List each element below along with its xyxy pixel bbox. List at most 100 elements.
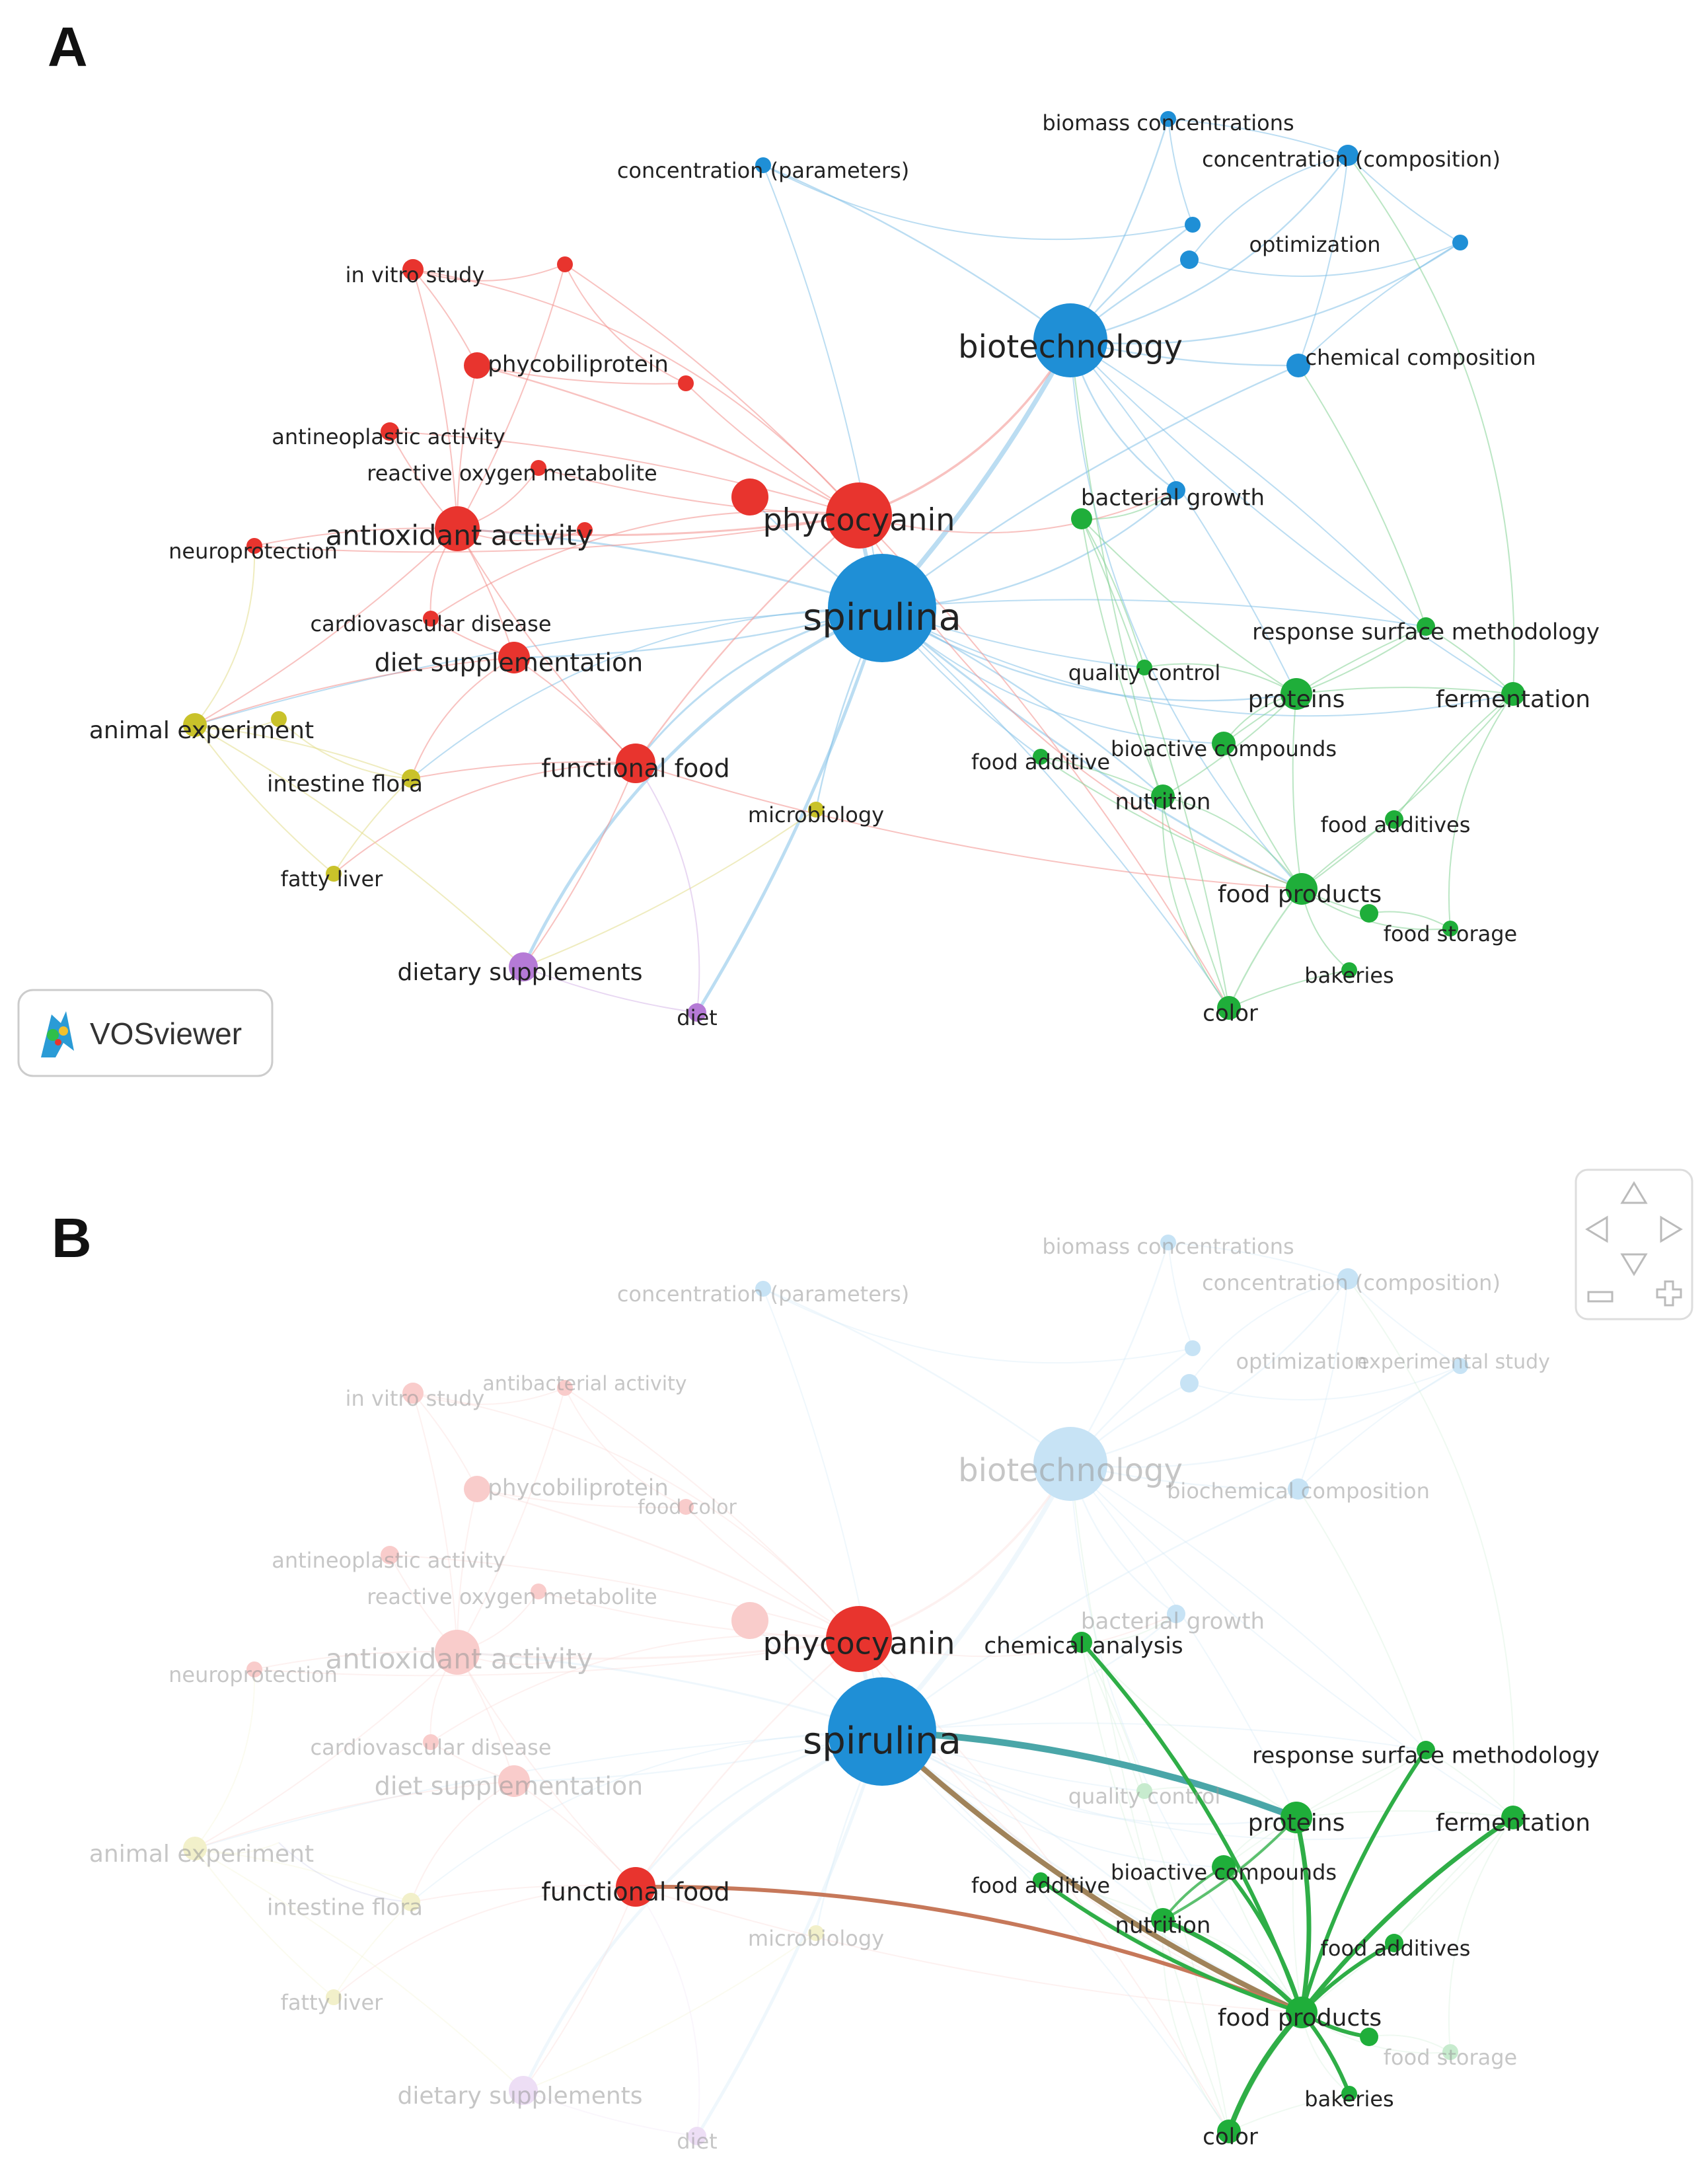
b-node-quality-control[interactable] [1136, 1783, 1152, 1799]
b-node-bacterial-growth[interactable] [1167, 1605, 1185, 1623]
arrow-down-icon[interactable] [1620, 1253, 1648, 1276]
b-node-ros[interactable] [531, 1584, 546, 1599]
b-node-biomass[interactable] [1160, 1235, 1176, 1250]
b-node-food-additive[interactable] [1033, 1872, 1049, 1888]
b-node-fatty-liver[interactable] [326, 1989, 342, 2005]
a-node-color[interactable] [1217, 996, 1241, 1020]
arrow-left-icon[interactable] [1585, 1215, 1608, 1243]
b-node-bakeries[interactable] [1341, 2086, 1357, 2102]
nodes-b[interactable] [183, 1235, 1525, 2145]
b-node-neuroprotection[interactable] [246, 1661, 262, 1677]
a-node-intestine[interactable] [402, 769, 420, 788]
a-node-food-additive[interactable] [1033, 749, 1049, 765]
b-node-functional-food[interactable] [616, 1867, 655, 1907]
b-node-rsm[interactable] [1417, 1741, 1435, 1759]
b-edge [695, 1731, 884, 2137]
a-node-animal-exp[interactable] [183, 713, 207, 737]
b-node-red-small3[interactable] [731, 1602, 768, 1639]
a-node-biomass[interactable] [1160, 111, 1176, 127]
b-node-antibacterial[interactable] [557, 1380, 573, 1396]
zoom-in-icon[interactable] [1656, 1280, 1682, 1307]
a-node-rsm[interactable] [1417, 617, 1435, 636]
b-node-animal-exp[interactable] [183, 1837, 207, 1860]
b-node-nutrition[interactable] [1151, 1908, 1175, 1932]
arrow-up-icon[interactable] [1620, 1181, 1648, 1204]
a-node-red-small3[interactable] [731, 478, 768, 516]
b-node-antineoplastic[interactable] [381, 1546, 399, 1564]
zoom-out-icon[interactable] [1587, 1291, 1614, 1303]
a-node-functional-food[interactable] [616, 744, 655, 783]
b-node-blue-small2[interactable] [1185, 1340, 1201, 1356]
b-node-chem-analysis[interactable] [1071, 1632, 1092, 1653]
navigation-control[interactable] [1575, 1168, 1693, 1320]
b-node-blue-small1[interactable] [1452, 1358, 1468, 1374]
b-node-fermentation[interactable] [1501, 1806, 1525, 1829]
a-node-conc-comp[interactable] [1337, 145, 1358, 166]
b-node-cardio[interactable] [423, 1734, 439, 1750]
b-node-diet-supp[interactable] [498, 1765, 530, 1797]
b-node-spirulina[interactable] [828, 1677, 936, 1786]
b-node-green-small2[interactable] [1360, 2028, 1378, 2046]
a-node-blue-small2[interactable] [1185, 217, 1201, 233]
a-node-fermentation[interactable] [1501, 682, 1525, 706]
nodes-a[interactable] [183, 111, 1525, 1022]
b-node-phycocyanin[interactable] [826, 1606, 892, 1672]
b-node-conc-comp[interactable] [1337, 1268, 1358, 1289]
a-node-green-small1[interactable] [1071, 508, 1092, 529]
a-node-proteins[interactable] [1281, 678, 1312, 710]
a-node-yellow-small1[interactable] [271, 711, 287, 727]
a-node-bioactive[interactable] [1212, 732, 1236, 755]
a-node-chem-comp[interactable] [1286, 354, 1310, 377]
a-node-microbiology[interactable] [808, 802, 824, 818]
a-node-diet[interactable] [688, 1003, 706, 1022]
b-node-food-additives[interactable] [1385, 1934, 1403, 1952]
b-node-food-color[interactable] [678, 1499, 694, 1515]
vosviewer-watermark[interactable]: VOSviewer [17, 989, 274, 1077]
a-node-quality-control[interactable] [1136, 660, 1152, 675]
a-node-bacterial-growth[interactable] [1167, 481, 1185, 500]
b-node-microbiology[interactable] [808, 1925, 824, 1941]
a-node-phycocyanin[interactable] [826, 482, 892, 549]
a-node-antineoplastic[interactable] [381, 422, 399, 441]
b-node-phycobiliprotein[interactable] [464, 1476, 490, 1502]
b-node-color[interactable] [1217, 2120, 1241, 2143]
b-node-biotechnology[interactable] [1033, 1427, 1107, 1501]
b-node-conc-param[interactable] [755, 1281, 771, 1297]
a-node-diet-supp[interactable] [498, 642, 530, 673]
b-node-proteins[interactable] [1281, 1802, 1312, 1833]
a-node-antioxidant[interactable] [435, 506, 480, 551]
arrow-right-icon[interactable] [1660, 1215, 1683, 1243]
a-node-spirulina[interactable] [828, 554, 936, 662]
b-node-biochem-comp[interactable] [1288, 1478, 1309, 1500]
a-node-food-storage[interactable] [1442, 921, 1458, 936]
a-node-blue-small1[interactable] [1452, 235, 1468, 250]
b-node-intestine[interactable] [402, 1893, 420, 1911]
b-node-in-vitro[interactable] [402, 1383, 424, 1404]
a-node-biotechnology[interactable] [1033, 303, 1107, 377]
a-node-nutrition[interactable] [1151, 784, 1175, 808]
a-node-fatty-liver[interactable] [326, 866, 342, 882]
a-node-food-products[interactable] [1286, 873, 1318, 905]
a-node-red-small4[interactable] [577, 522, 593, 538]
a-node-red-small1[interactable] [557, 256, 573, 272]
a-node-cardio[interactable] [423, 611, 439, 627]
a-node-neuroprotection[interactable] [246, 538, 262, 554]
b-node-food-products[interactable] [1286, 1997, 1318, 2028]
b-node-optimization[interactable] [1180, 1374, 1199, 1393]
a-node-dietary-supps[interactable] [509, 952, 538, 981]
b-node-antioxidant[interactable] [435, 1630, 480, 1675]
a-node-red-small2[interactable] [678, 375, 694, 391]
a-node-conc-param[interactable] [755, 157, 771, 173]
a-node-bakeries[interactable] [1341, 962, 1357, 978]
a-node-green-small2[interactable] [1360, 904, 1378, 923]
a-node-optimization[interactable] [1180, 250, 1199, 269]
b-edge [881, 1722, 1427, 1751]
a-node-food-additives[interactable] [1385, 810, 1403, 829]
a-node-ros[interactable] [531, 460, 546, 476]
a-node-in-vitro[interactable] [402, 259, 424, 280]
b-node-bioactive[interactable] [1212, 1855, 1236, 1879]
b-node-dietary-supps[interactable] [509, 2076, 538, 2105]
a-node-phycobiliprotein[interactable] [464, 352, 490, 379]
b-node-diet[interactable] [688, 2127, 706, 2145]
b-node-food-storage[interactable] [1442, 2044, 1458, 2060]
